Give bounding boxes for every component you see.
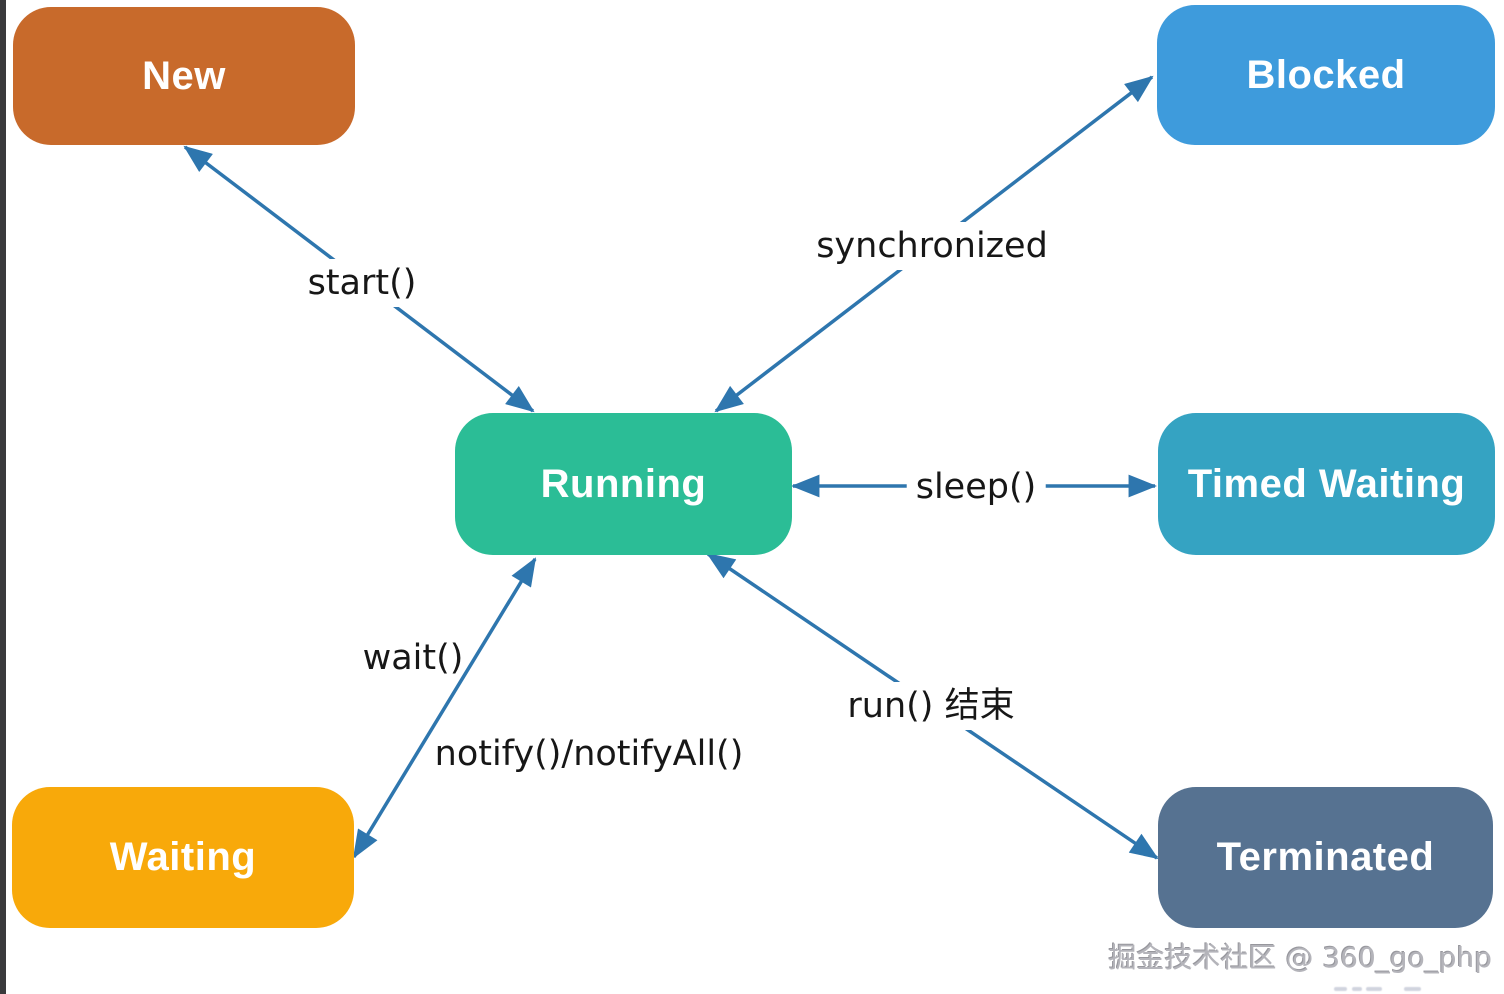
node-label-running: Running [540, 461, 707, 506]
node-label-blocked: Blocked [1246, 52, 1406, 97]
bottom-artifact-dash [1352, 987, 1362, 991]
node-terminated: Terminated [1158, 787, 1493, 928]
edge-label-1: synchronized [807, 222, 1057, 270]
bottom-artifact-dash [1366, 987, 1382, 991]
node-label-timed_waiting: Timed Waiting [1187, 461, 1466, 506]
edge-running-waiting [352, 557, 537, 859]
node-running: Running [455, 413, 792, 555]
edge-label-0: start() [298, 259, 426, 307]
edge-label-5: run() 结束 [838, 682, 1024, 730]
edge-label-2: sleep() [906, 463, 1046, 511]
watermark: 掘金技术社区 @ 360_go_php [1108, 941, 1492, 974]
bottom-artifact-dash [1404, 987, 1421, 991]
node-new: New [13, 7, 355, 145]
bottom-artifact-dash [1334, 987, 1347, 991]
edge-label-4: notify()/notifyAll() [434, 734, 744, 774]
node-label-new: New [142, 53, 226, 98]
node-label-terminated: Terminated [1216, 835, 1435, 879]
node-waiting: Waiting [12, 787, 354, 928]
node-timed_waiting: Timed Waiting [1158, 413, 1495, 555]
node-label-waiting: Waiting [109, 835, 257, 879]
screen-left-edge-bar [0, 0, 6, 994]
edge-label-3: wait() [362, 638, 464, 678]
node-blocked: Blocked [1157, 5, 1495, 145]
